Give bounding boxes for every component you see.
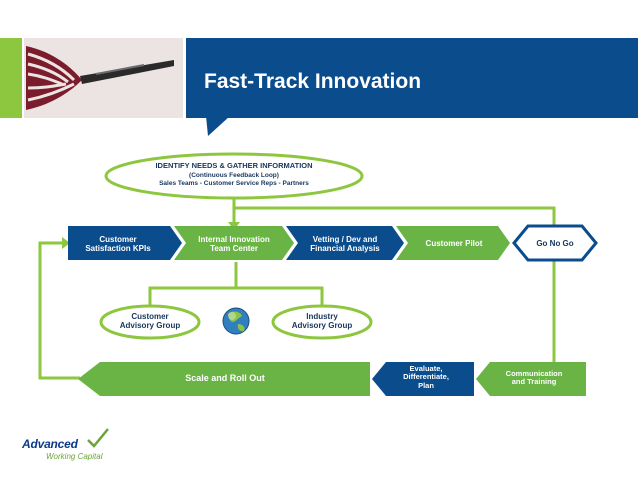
feedback-loop-text: (Continuous Feedback Loop) xyxy=(189,172,279,180)
evaluate-line3: Plan xyxy=(418,380,434,390)
customer-advisory-ellipse xyxy=(99,304,201,340)
sources-text: Sales Teams - Customer Service Reps - Pa… xyxy=(159,180,309,188)
innovation-team-line1: Internal Innovation xyxy=(198,235,270,244)
vetting-label: Vetting / Dev and Financial Analysis xyxy=(296,235,394,254)
identify-needs-label: IDENTIFY NEEDS & GATHER INFORMATION (Con… xyxy=(106,161,362,188)
scale-roll-out-label: Scale and Roll Out xyxy=(185,373,265,383)
evaluate-line1: Evaluate, xyxy=(409,364,443,373)
communication-line1: Communication xyxy=(505,369,563,378)
customer-advisory-line2: Advisory Group xyxy=(119,320,181,330)
go-no-go-label: Go No Go xyxy=(536,239,574,248)
identify-needs-title: IDENTIFY NEEDS & GATHER INFORMATION xyxy=(155,161,313,170)
innovation-team-line2: Team Center xyxy=(210,243,258,253)
accent-bar xyxy=(0,38,22,118)
communication-shape xyxy=(476,362,586,396)
evaluate-label: Evaluate, Differentiate, Plan xyxy=(380,364,472,390)
communication-label: Communication and Training xyxy=(484,369,584,387)
title-banner xyxy=(186,38,638,118)
customer-satisfaction-line1: Customer xyxy=(99,235,137,244)
customer-satisfaction-label: Customer Satisfaction KPIs xyxy=(68,235,168,254)
dart-photo xyxy=(24,38,183,118)
vetting-line1: Vetting / Dev and xyxy=(312,235,378,244)
innovation-team-shape xyxy=(174,226,294,260)
customer-pilot-shape xyxy=(396,226,510,260)
customer-satisfaction-line2: Satisfaction KPIs xyxy=(85,243,151,253)
innovation-team-label: Internal Innovation Team Center xyxy=(186,235,282,254)
vetting-line2: Financial Analysis xyxy=(310,243,380,253)
industry-advisory-label: Industry Advisory Group xyxy=(276,312,368,331)
evaluate-line2: Differentiate, xyxy=(403,372,449,382)
banner-pointer xyxy=(206,116,230,136)
industry-advisory-line1: Industry xyxy=(306,312,338,321)
industry-advisory-line2: Advisory Group xyxy=(291,320,353,330)
vetting-shape xyxy=(286,226,404,260)
industry-advisory-ellipse xyxy=(271,304,373,340)
customer-satisfaction-shape xyxy=(68,226,182,260)
evaluate-shape xyxy=(372,362,474,396)
logo-name: Advanced xyxy=(22,437,78,451)
customer-advisory-label: Customer Advisory Group xyxy=(104,312,196,331)
logo-check-icon xyxy=(87,428,109,448)
go-no-go-hexagon xyxy=(512,224,598,262)
slide-title: Fast-Track Innovation xyxy=(204,70,422,93)
globe-icon xyxy=(222,307,250,335)
communication-line2: and Training xyxy=(511,377,557,387)
customer-advisory-line1: Customer xyxy=(131,312,169,321)
customer-pilot-label: Customer Pilot xyxy=(425,239,483,248)
scale-roll-out-shape xyxy=(78,362,370,396)
identify-needs-ellipse xyxy=(104,152,364,200)
logo-subtitle: Working Capital xyxy=(46,452,103,461)
